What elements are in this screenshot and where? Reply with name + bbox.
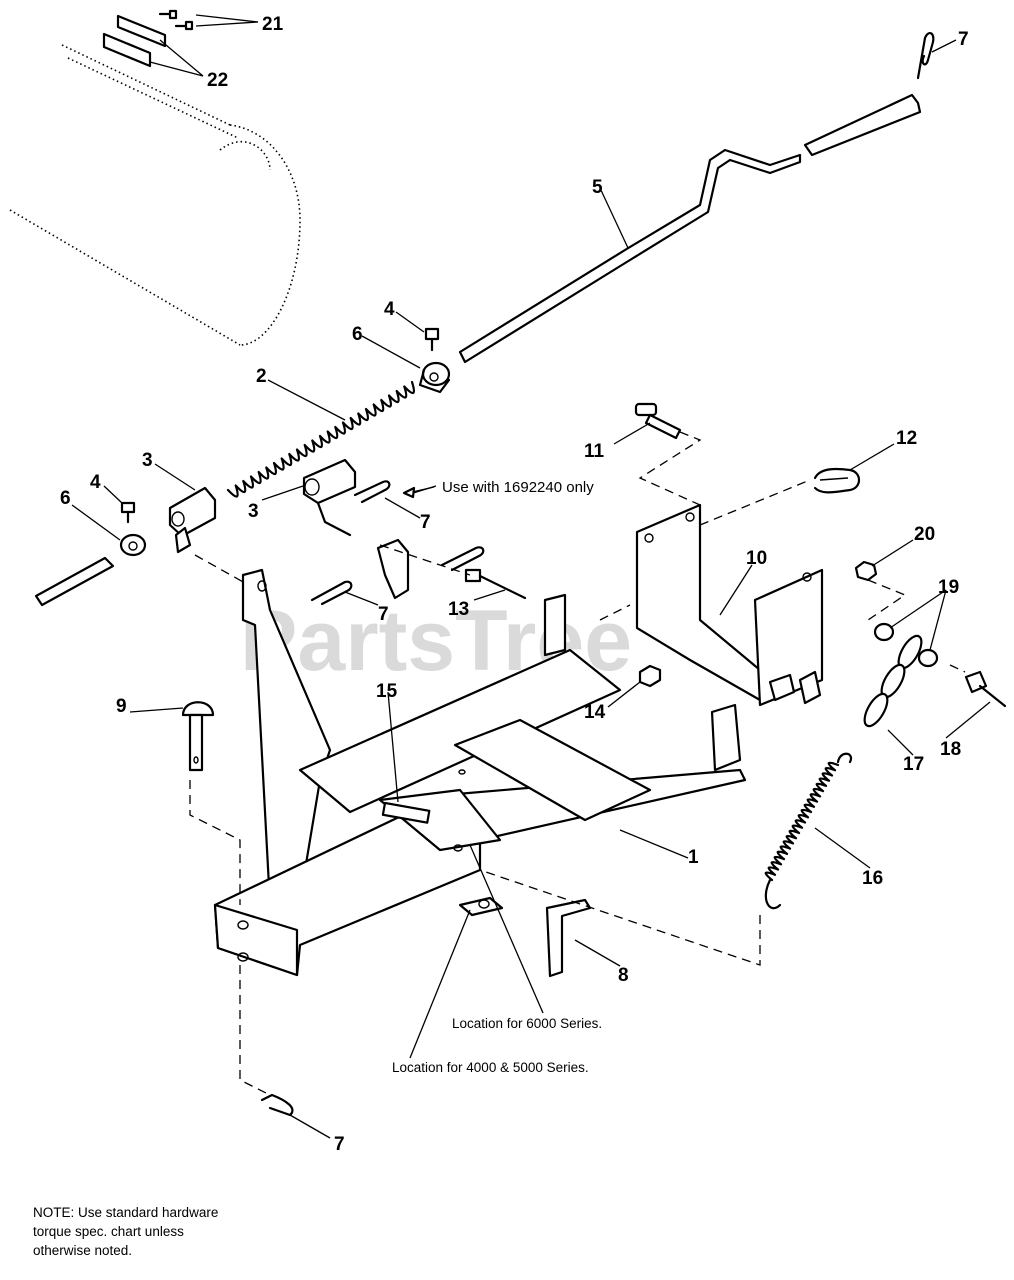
callout-19: 19 [938,577,959,598]
callout-numbers: 21 22 7 5 4 6 2 3 4 6 3 7 7 11 12 20 10 … [60,14,969,1155]
callout-10: 10 [746,548,767,569]
callout-7-middle: 7 [420,512,431,533]
roller-drum-outline [9,44,301,346]
part-11-clevis-pin [634,402,682,440]
part-20-nut [854,560,878,582]
callout-5: 5 [592,177,603,198]
callout-20: 20 [914,524,935,545]
callout-1: 1 [688,847,699,868]
part-9-headed-pin [181,701,215,772]
part-10-u-bracket [635,503,824,707]
part-3-pivot-bracket-right [302,458,357,537]
location-4000-5000-series: Location for 4000 & 5000 Series. [392,1060,589,1075]
callout-8: 8 [618,965,629,986]
part-5-rod [458,93,922,364]
part-1-drawbar-frame [213,568,747,977]
part-4-bolt-upper [424,327,440,352]
location-6000-series: Location for 6000 Series. [452,1016,602,1031]
callout-7-top: 7 [958,29,969,50]
hair-pin-clip-middle [310,580,353,606]
callout-11: 11 [584,441,605,462]
part-13-bolt [464,568,527,600]
callout-7-bottom: 7 [334,1134,345,1155]
hair-pin-clip-use-with [353,480,391,504]
note-line-3: otherwise noted. [33,1243,133,1258]
callout-3-left: 3 [142,450,153,471]
callout-9: 9 [116,696,127,717]
callout-4-left: 4 [90,472,101,493]
part-6-collar-left [119,533,147,557]
callout-4-upper: 4 [384,299,395,320]
part-2-compression-spring [226,380,415,498]
callout-13: 13 [448,599,469,620]
torque-note: NOTE: Use standard hardware torque spec.… [33,1203,293,1260]
part-19-washer-upper [873,622,895,642]
hair-pin-clip-right [440,546,485,572]
callout-12: 12 [896,428,917,449]
part-12-small-spring [813,467,861,494]
part-3-pivot-bracket-left [168,486,217,554]
callout-3-right: 3 [248,501,259,522]
callout-17: 17 [903,754,924,775]
part-6-collar-upper [418,361,451,394]
callout-14: 14 [584,702,606,723]
callout-7-left: 7 [378,604,389,625]
part-4-bolt-left [120,501,136,524]
part-18-bolt [964,670,1007,708]
callout-22: 22 [207,70,228,91]
callout-6-upper: 6 [352,324,363,345]
note-line-2: torque spec. chart unless [33,1224,184,1239]
use-with-arrowhead [402,486,416,499]
leader-lines [71,14,991,1139]
hair-pin-clip-bottom [260,1093,294,1117]
callout-18: 18 [940,739,961,760]
part-21-bolts [158,9,194,31]
mounting-tab [376,538,410,600]
use-with-annotation: Use with 1692240 only [442,479,594,496]
callout-2: 2 [256,366,267,387]
assembly-dashed-lines [189,431,966,1096]
pivot-pin-rod [34,556,115,607]
part-8-hitch-handle [545,898,592,978]
callout-21: 21 [262,14,284,35]
callout-6-left: 6 [60,488,71,509]
part-22-plates [102,14,167,68]
callout-16: 16 [862,868,883,889]
part-17-chain [863,634,923,728]
part-14-nut [638,664,662,688]
hair-pin-clip-top [916,32,935,80]
part-19-washer-lower [917,648,939,668]
callout-15: 15 [376,681,398,702]
part-16-extension-spring [764,752,853,910]
note-line-1: NOTE: Use standard hardware [33,1205,219,1220]
